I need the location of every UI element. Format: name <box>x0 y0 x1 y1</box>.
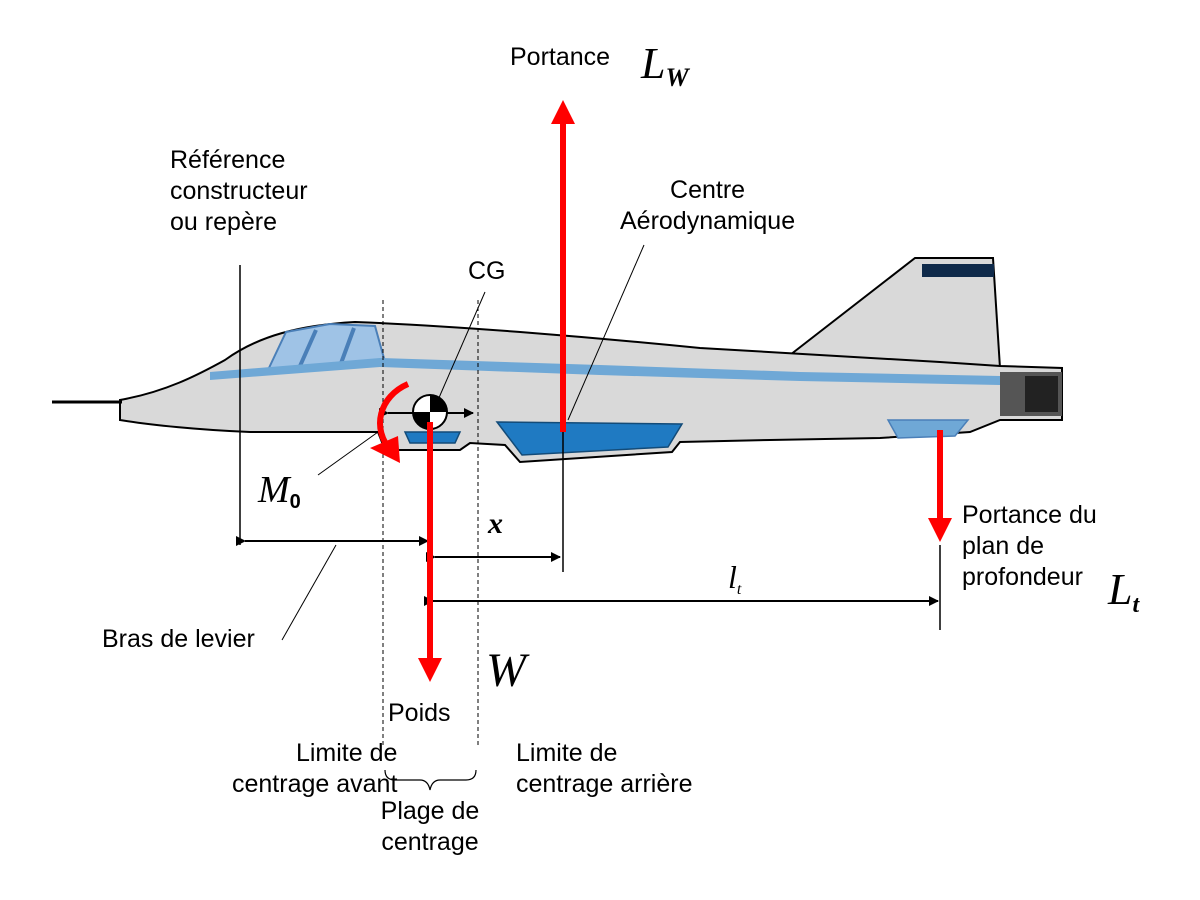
canopy-frame <box>298 327 356 367</box>
limite-arriere-line-2: centrage arrière <box>516 770 693 798</box>
portance-plan-line-3: profondeur <box>962 563 1083 591</box>
lt-small-sub: t <box>736 581 742 598</box>
tail-fin-stripe <box>922 264 994 277</box>
centre-aero-line-2: Aérodynamique <box>620 207 796 235</box>
limite-arriere-label: Limite de centrage arrière <box>516 738 692 800</box>
lw-symbol-main: L <box>641 39 666 88</box>
w-symbol: W <box>486 644 526 697</box>
lw-symbol: LW <box>641 39 689 93</box>
limite-avant-line-2: centrage avant <box>232 770 398 798</box>
reference-line-2: constructeur <box>170 177 308 205</box>
lt-small-symbol: lt <box>728 560 741 601</box>
wing-panel <box>495 421 684 456</box>
x-symbol: x <box>488 507 503 540</box>
reference-label: Référence constructeur ou repère <box>170 145 308 238</box>
cg-label: CG <box>468 257 506 285</box>
cg-symbol <box>412 394 448 430</box>
lw-symbol-sub: W <box>665 63 689 92</box>
tail-lift-arrow <box>928 430 952 542</box>
centre-aero-label: Centre Aérodynamique <box>620 175 795 237</box>
plage-centrage-label: Plage de centrage <box>374 796 486 858</box>
exhaust-inner <box>1025 376 1058 412</box>
plage-line-2: centrage <box>381 828 479 856</box>
cg-leader <box>437 291 486 401</box>
fuselage-stripe <box>210 358 1000 385</box>
limite-avant-label: Limite de centrage avant <box>232 738 397 800</box>
portance-plan-line-1: Portance du <box>962 501 1097 529</box>
lt-symbol-sub: t <box>1132 592 1140 618</box>
reference-line-1: Référence <box>170 146 286 174</box>
aero-leader <box>567 244 645 421</box>
centre-aero-line-1: Centre <box>670 176 746 204</box>
m0-symbol-sub: 0 <box>289 491 301 513</box>
lift-arrow <box>551 100 575 432</box>
portance-label: Portance <box>510 43 611 71</box>
bras-levier-label: Bras de levier <box>102 625 255 653</box>
m0-symbol-main: M <box>258 469 290 511</box>
limite-arriere-line-1: Limite de <box>516 739 618 767</box>
reference-line-3: ou repère <box>170 208 278 236</box>
portance-plan-line-2: plan de <box>962 532 1045 560</box>
m0-leader <box>317 431 379 476</box>
lt-symbol: Lt <box>1108 568 1139 619</box>
weight-arrow <box>418 422 442 682</box>
moment-arrowhead <box>370 436 400 463</box>
m0-symbol: M0 <box>258 470 301 516</box>
portance-plan-label: Portance du plan de profondeur <box>962 500 1097 593</box>
lt-symbol-main: L <box>1108 565 1133 614</box>
poids-label: Poids <box>388 699 451 727</box>
limite-avant-line-1: Limite de <box>295 739 398 767</box>
centrage-brace <box>384 769 477 791</box>
lt-small-main: l <box>728 559 737 595</box>
stabilizer-panel <box>886 419 970 439</box>
bras-leader <box>281 544 337 641</box>
plage-line-1: Plage de <box>380 797 480 825</box>
